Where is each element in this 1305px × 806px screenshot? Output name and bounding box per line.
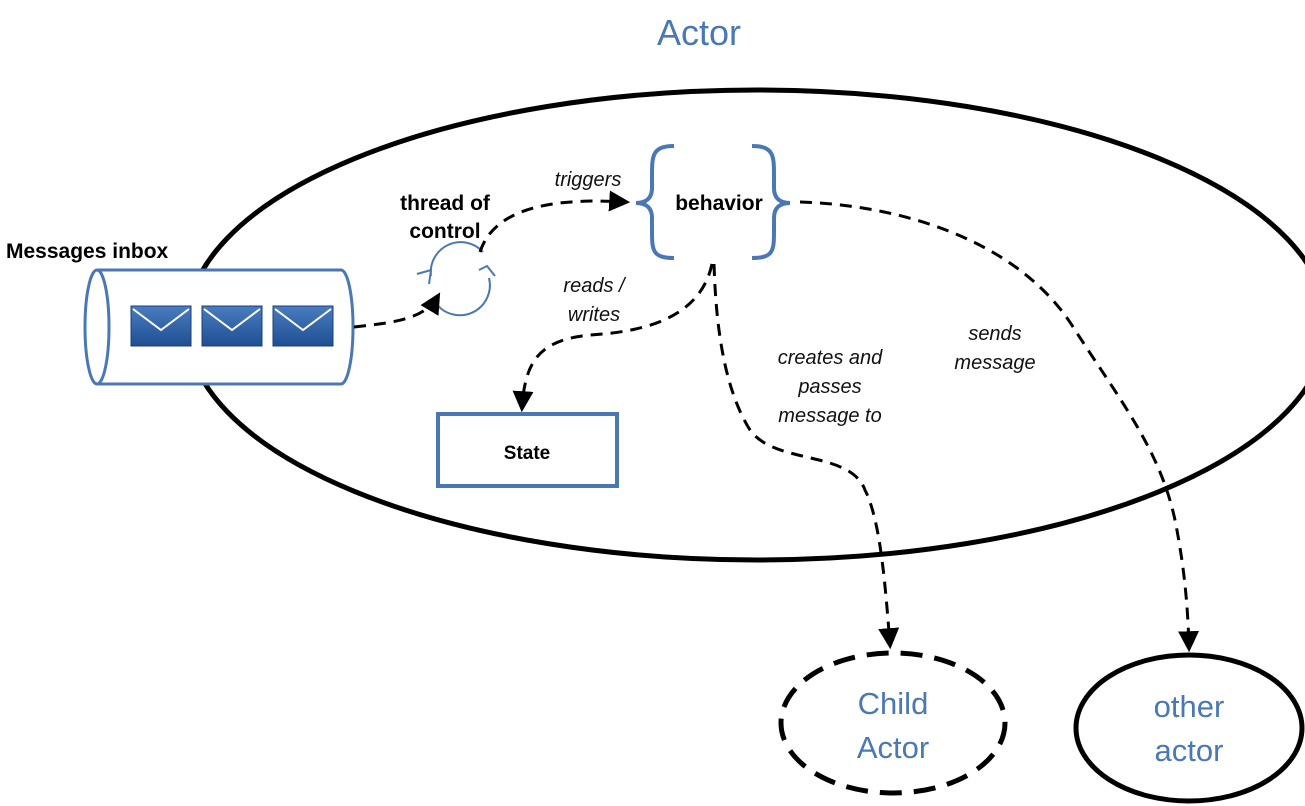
envelope-icon bbox=[201, 305, 263, 347]
creates-label-line2: passes bbox=[797, 376, 861, 398]
actor-boundary bbox=[184, 87, 1305, 563]
other-actor[interactable] bbox=[1073, 652, 1305, 804]
thread-label-line2: control bbox=[409, 220, 480, 243]
edge-inbox-to-thread bbox=[353, 292, 441, 329]
other-actor-line2: actor bbox=[1155, 733, 1224, 768]
child-actor-line2: Actor bbox=[857, 730, 929, 765]
cycle-icon bbox=[416, 241, 496, 317]
messages-inbox[interactable] bbox=[83, 268, 355, 386]
triggers-label: triggers bbox=[555, 169, 622, 191]
sends-label-line1: sends bbox=[968, 323, 1021, 345]
envelope-icon bbox=[272, 305, 334, 347]
child-actor-line1: Child bbox=[858, 686, 929, 721]
edge-reads-writes bbox=[512, 263, 714, 413]
behavior-label[interactable]: behavior bbox=[675, 192, 763, 215]
sends-label-line2: message bbox=[954, 352, 1035, 374]
state-box[interactable] bbox=[436, 412, 619, 488]
creates-label-line3: message to bbox=[778, 405, 881, 427]
edge-creates bbox=[712, 263, 900, 650]
other-actor-line1: other bbox=[1154, 689, 1225, 724]
thread-label-line1: thread of bbox=[400, 192, 491, 215]
actor-title: Actor bbox=[657, 12, 741, 53]
reads-writes-label-line2: writes bbox=[568, 304, 620, 326]
inbox-label: Messages inbox bbox=[6, 240, 169, 263]
edge-sends bbox=[799, 200, 1200, 653]
envelope-icon bbox=[130, 305, 192, 347]
state-label: State bbox=[504, 443, 550, 464]
edge-triggers bbox=[478, 190, 631, 253]
child-actor[interactable] bbox=[778, 650, 1008, 796]
behavior-braces bbox=[635, 144, 791, 260]
reads-writes-label-line1: reads / bbox=[563, 275, 627, 297]
creates-label-line1: creates and bbox=[778, 347, 883, 369]
